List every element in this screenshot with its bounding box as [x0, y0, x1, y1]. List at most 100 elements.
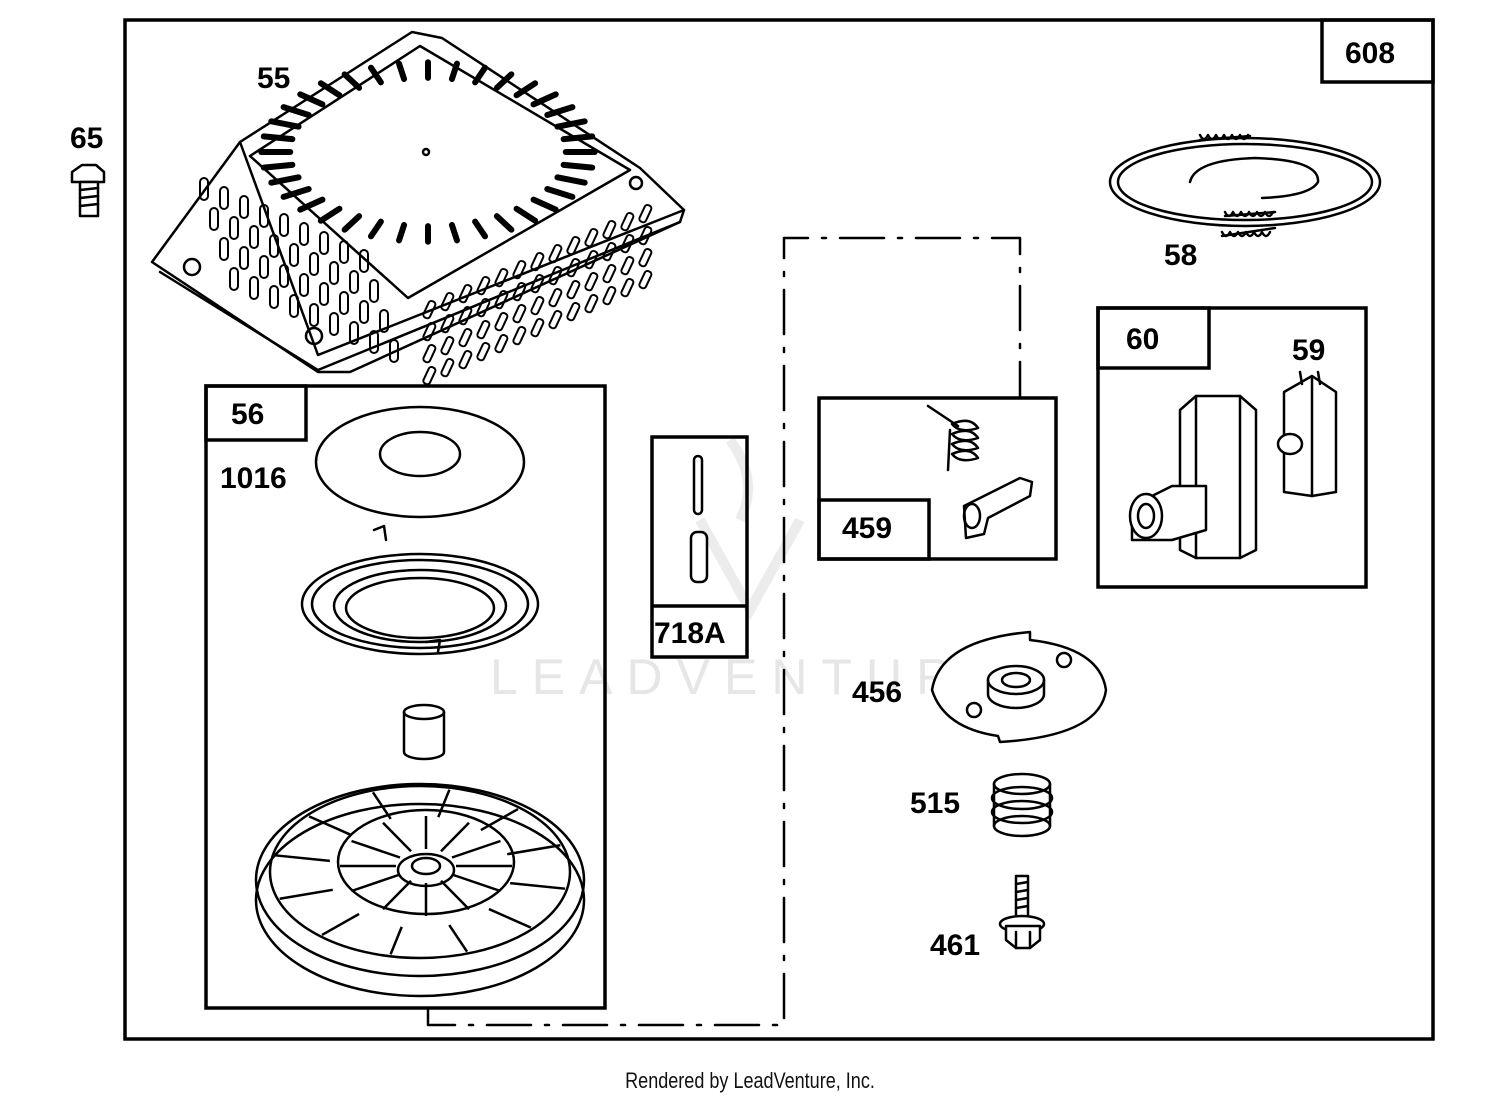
vent-slot: [458, 283, 473, 304]
vent-slot: [341, 71, 363, 91]
vent-slot: [530, 273, 545, 294]
vent-slot: [554, 174, 588, 186]
vent-slot: [229, 216, 239, 240]
vent-slot: [620, 255, 635, 276]
vent-slot: [544, 186, 576, 200]
vent-slot: [512, 325, 527, 346]
vent-slot: [530, 317, 545, 338]
label-459: 459: [842, 512, 892, 545]
vent-slot: [299, 222, 309, 246]
vent-slot: [530, 295, 545, 316]
recoil-spring-icon: [300, 524, 540, 656]
vent-slot: [279, 213, 289, 237]
pin-kit-box: [650, 435, 749, 659]
pulley-spoke: [351, 839, 401, 859]
pulley-spoke: [382, 821, 412, 853]
vent-slot: [359, 300, 369, 324]
vent-slot: [317, 205, 343, 224]
vent-slot: [260, 161, 296, 171]
vent-slot: [209, 207, 219, 231]
pulley-vane: [510, 881, 566, 890]
pulley-icon: [254, 782, 586, 998]
housing-cover-icon: [150, 30, 686, 374]
vent-slot: [280, 186, 312, 200]
vent-slot: [638, 225, 653, 246]
vent-slot: [566, 257, 581, 278]
label-65: 65: [70, 122, 103, 155]
handle-kit-box: [1096, 306, 1368, 589]
vent-slot: [239, 246, 249, 270]
vent-slot: [472, 64, 489, 86]
pulley-spoke: [382, 879, 412, 911]
vent-slot: [513, 80, 539, 99]
connector-line: [426, 236, 1022, 1027]
vent-slot: [319, 282, 329, 306]
vent-slot: [199, 177, 209, 201]
roll-pin-icon: [689, 454, 709, 584]
vent-slot: [349, 321, 359, 345]
vent-slot: [530, 196, 559, 213]
vent-slot: [584, 227, 599, 248]
pulley-vane: [371, 791, 392, 820]
vent-slot: [620, 233, 635, 254]
vent-slot: [440, 357, 455, 378]
vent-slot: [476, 275, 491, 296]
vent-slot: [584, 271, 599, 292]
footer-credit: Rendered by LeadVenture, Inc.: [625, 1068, 875, 1093]
handle-kit-label-box: [1096, 306, 1211, 370]
vent-slot: [269, 285, 279, 309]
vent-slot: [476, 319, 491, 340]
label-56: 56: [231, 398, 264, 431]
label-59: 59: [1292, 334, 1325, 367]
handle-insert-icon: [1276, 370, 1338, 498]
starter-kit-box: [204, 384, 607, 1010]
vent-slot: [566, 279, 581, 300]
vent-slot: [458, 349, 473, 370]
vent-slot: [249, 276, 259, 300]
vent-slot: [554, 118, 588, 130]
vent-slot: [389, 339, 399, 363]
label-718A: 718A: [654, 617, 726, 650]
vent-slot: [422, 343, 437, 364]
vent-slot: [349, 270, 359, 294]
vent-slot: [341, 213, 363, 233]
pin-icon: [402, 703, 446, 761]
vent-slot: [229, 267, 239, 291]
vent-slot: [367, 218, 384, 240]
vent-slot: [268, 174, 302, 186]
vent-slot: [512, 303, 527, 324]
screw-icon: [998, 874, 1046, 950]
vent-slot: [440, 335, 455, 356]
vent-slot: [602, 263, 617, 284]
vent-slot: [379, 309, 389, 333]
vent-slot: [309, 303, 319, 327]
vent-slot: [494, 311, 509, 332]
pulley-vane: [507, 844, 561, 856]
pawl-kit-box: [817, 396, 1058, 561]
vent-slot: [297, 91, 326, 108]
vent-slot: [512, 281, 527, 302]
vent-slot: [638, 269, 653, 290]
pulley-vane: [321, 912, 360, 937]
label-58: 58: [1164, 239, 1197, 272]
label-608: 608: [1345, 37, 1395, 70]
pulley-vane: [308, 815, 352, 837]
vent-slot: [317, 80, 343, 99]
vent-slot: [259, 204, 269, 228]
vent-slot: [544, 104, 576, 118]
vent-slot: [260, 133, 296, 143]
vent-slot: [339, 291, 349, 315]
label-515: 515: [910, 787, 960, 820]
label-461: 461: [930, 929, 980, 962]
vent-slot: [239, 195, 249, 219]
vent-slot: [319, 231, 329, 255]
pulley-vane: [437, 789, 451, 818]
vent-slot: [512, 259, 527, 280]
vent-slot: [269, 234, 279, 258]
vent-slot: [493, 213, 515, 233]
vent-slot: [584, 249, 599, 270]
vent-slot: [448, 221, 460, 244]
pulley-spoke: [351, 873, 401, 893]
vent-slot: [279, 264, 289, 288]
